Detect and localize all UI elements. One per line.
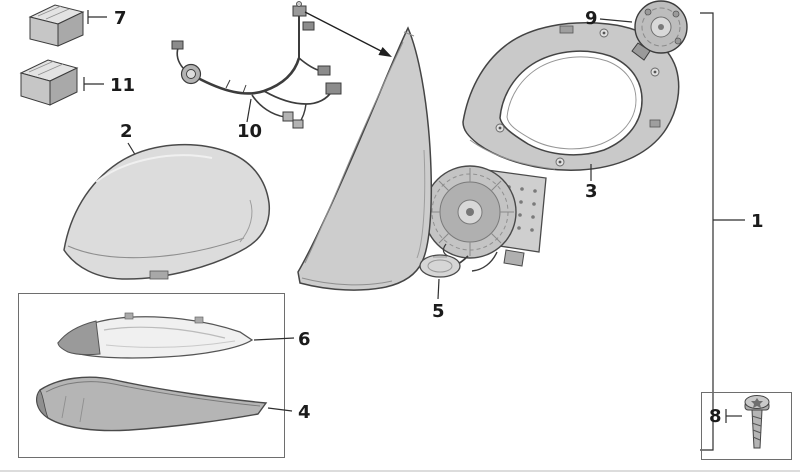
part-mirror-base xyxy=(297,26,433,291)
callout-label-6[interactable]: 6 xyxy=(298,329,311,350)
part-6-turn-signal xyxy=(57,312,254,359)
leader-6 xyxy=(253,337,295,341)
callout-label-3[interactable]: 3 xyxy=(585,181,598,202)
leader-10 xyxy=(246,98,252,123)
part-3-housing-frame xyxy=(462,22,680,171)
part-11-packet xyxy=(19,59,79,106)
callout-label-9[interactable]: 9 xyxy=(585,8,598,29)
leader-4 xyxy=(267,407,293,412)
screw-box-outline xyxy=(701,392,792,460)
direction-arrow xyxy=(304,11,392,57)
callout-label-7[interactable]: 7 xyxy=(114,8,127,29)
callout-label-1[interactable]: 1 xyxy=(751,211,764,232)
part-7-packet xyxy=(28,4,85,47)
part-10-wiring-harness xyxy=(171,1,342,129)
part-4-lower-trim xyxy=(36,376,268,432)
part-adjust-drive xyxy=(423,165,517,259)
callout-label-5[interactable]: 5 xyxy=(432,301,445,322)
part-5-cover xyxy=(419,254,461,278)
callout-label-8[interactable]: 8 xyxy=(709,406,722,427)
parts-box-outline xyxy=(18,293,285,458)
callout-label-2[interactable]: 2 xyxy=(120,121,133,142)
leader-9 xyxy=(599,18,633,23)
part-9-drive-motor xyxy=(631,0,688,61)
leader-5 xyxy=(437,278,440,300)
part-8-screw xyxy=(744,395,770,449)
callout-label-4[interactable]: 4 xyxy=(298,402,311,423)
assembly-bracket-1 xyxy=(700,12,745,451)
part-2-mirror-cap xyxy=(63,143,271,280)
callout-label-10[interactable]: 10 xyxy=(237,121,262,142)
callout-label-11[interactable]: 11 xyxy=(110,75,135,96)
